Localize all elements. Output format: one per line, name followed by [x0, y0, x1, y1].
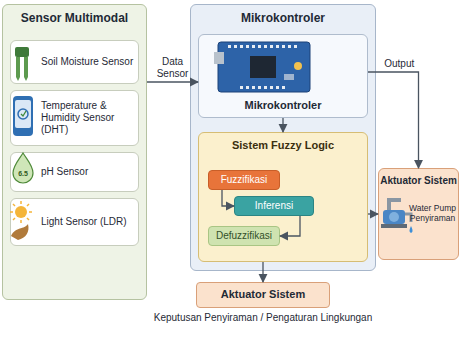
edge-label: Data Sensor: [150, 56, 196, 79]
soil-sensor-icon: [15, 47, 29, 81]
connector-arrow: [147, 81, 198, 82]
node-label: Light Sensor (LDR): [41, 216, 127, 228]
connector-arrow: [368, 72, 419, 168]
connector-arrow: [282, 118, 283, 132]
node-label: Temperature & Humidity Sensor (DHT): [41, 100, 134, 136]
panel-title: Aktuator Sistem: [379, 175, 458, 187]
node-label: pH Sensor: [41, 166, 88, 178]
ph-value: 6.5: [13, 170, 33, 179]
panel-title: Sensor Multimodal: [3, 11, 146, 25]
edge-label: Output: [379, 58, 419, 70]
connector-arrow: [368, 213, 378, 214]
node-label: Inferensi: [255, 200, 293, 212]
process-step: Inferensi: [234, 196, 314, 216]
panel-title: Mikrokontroler: [191, 11, 375, 25]
connector-arrow: [280, 216, 300, 236]
sensor-box: Light Sensor (LDR): [10, 198, 139, 246]
fuzzy-panel: Sistem Fuzzy LogicFuzzifikasiInferensiDe…: [198, 132, 368, 262]
node-label: Aktuator Sistem: [221, 288, 305, 301]
node-label: Defuzzifikasi: [216, 230, 272, 242]
ldr-sun-icon: [10, 201, 32, 240]
water-pump-icon: [381, 198, 413, 233]
node-label: Soil Moisture Sensor: [41, 56, 133, 68]
microcontroller-board-icon: [214, 42, 310, 92]
dht-sensor-icon: [13, 96, 33, 136]
node-label: Fuzzifikasi: [221, 174, 268, 186]
node-label: Mikrokontroler: [244, 99, 321, 112]
connector-arrow: [222, 190, 234, 206]
connector-arrow: [262, 262, 263, 282]
sensor-box: Soil Moisture Sensor: [10, 40, 139, 84]
process-step: Fuzzifikasi: [208, 170, 280, 190]
node-label: Water Pump Penyiraman: [408, 203, 457, 223]
output-note: Keputusan Penyiraman / Pengaturan Lingku…: [150, 312, 376, 325]
panel-title: Sistem Fuzzy Logic: [199, 139, 367, 152]
actuator-box: Aktuator Sistem: [196, 282, 330, 308]
process-step: Defuzzifikasi: [208, 226, 280, 246]
ph-sensor-icon: [13, 153, 33, 183]
